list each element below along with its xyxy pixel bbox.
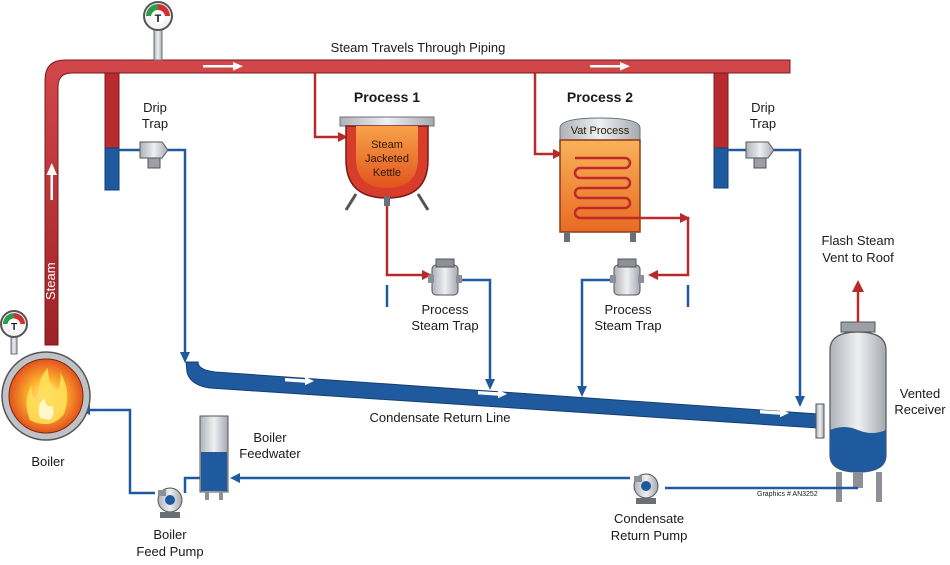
flow-arrow-icon — [203, 62, 630, 71]
process-trap-left-line2: Steam Trap — [411, 318, 478, 333]
boiler-feedwater-line2: Feedwater — [239, 446, 301, 461]
flash-steam-vent — [852, 280, 864, 322]
condensate-return-pump-line2: Return Pump — [611, 528, 688, 543]
kettle-label-line3: Kettle — [373, 167, 401, 179]
kettle-label-line1: Steam — [371, 139, 403, 151]
flow-arrow-icon — [577, 386, 587, 397]
process2-title: Process 2 — [567, 89, 633, 105]
steam-trap-icon — [428, 258, 462, 296]
process2-steam-branch — [533, 73, 556, 156]
flame-icon — [26, 368, 68, 424]
graphics-id-label: Graphics # AN3252 — [757, 491, 818, 498]
flow-arrow-icon — [648, 270, 658, 280]
vented-receiver — [829, 321, 887, 502]
condensate-return-line — [185, 361, 825, 439]
pumped-return-piping — [85, 408, 858, 495]
process2-condensate-branch — [580, 216, 690, 390]
boiler-feedwater-tank — [199, 415, 229, 500]
vented-receiver-line1: Vented — [900, 386, 941, 401]
flash-steam-line2: Vent to Roof — [822, 250, 894, 265]
condensate-return-pump-line1: Condensate — [614, 511, 684, 526]
pressure-gauge-icon: T — [0, 310, 28, 355]
vented-receiver-line2: Receiver — [894, 402, 946, 417]
pressure-gauge-icon: T — [143, 1, 173, 61]
flow-arrow-icon — [230, 473, 240, 483]
flow-arrow-icon — [485, 379, 495, 390]
gauge-letter: T — [11, 322, 17, 333]
flow-arrow-icon — [46, 163, 57, 200]
process2-vat — [559, 117, 655, 242]
flow-arrow-icon — [553, 149, 563, 159]
process-trap-right-line2: Steam Trap — [594, 318, 661, 333]
process-trap-left-line1: Process — [422, 302, 469, 317]
steam-trap-icon — [728, 141, 805, 407]
process-trap-right-line1: Process — [605, 302, 652, 317]
process1-kettle — [339, 116, 435, 211]
boiler-feed-pump-line2: Feed Pump — [136, 544, 203, 559]
process1-condensate-branch — [385, 206, 492, 383]
pump-icon — [157, 487, 183, 518]
drip-trap-left-line2: Trap — [142, 116, 168, 131]
process1-steam-branch — [313, 73, 340, 139]
pump-icon — [633, 473, 659, 504]
boiler-label: Boiler — [31, 454, 65, 469]
condensate-return-line-label: Condensate Return Line — [370, 410, 511, 425]
steam-header-pipe — [44, 59, 791, 346]
steam-piping-label: Steam Travels Through Piping — [331, 40, 506, 55]
gauge-letter: T — [155, 13, 162, 25]
boiler-feed-pump-line1: Boiler — [153, 527, 187, 542]
vat-process-label: Vat Process — [571, 125, 630, 137]
flow-arrow-icon — [338, 132, 348, 142]
drip-trap-left-line1: Drip — [143, 100, 167, 115]
steam-trap-icon — [119, 141, 190, 363]
kettle-label-line2: Jacketed — [365, 153, 409, 165]
boiler — [1, 351, 91, 441]
boiler-feedwater-line1: Boiler — [253, 430, 287, 445]
drip-leg-left — [104, 72, 120, 191]
flow-arrow-icon — [422, 270, 432, 280]
steam-vertical-label: Steam — [43, 262, 58, 300]
process1-title: Process 1 — [354, 89, 420, 105]
flow-arrow-icon — [285, 376, 789, 418]
flow-arrow-icon — [680, 213, 690, 223]
drip-trap-right-line2: Trap — [750, 116, 776, 131]
flash-steam-line1: Flash Steam — [822, 233, 895, 248]
drip-leg-right — [713, 72, 729, 189]
drip-trap-right-line1: Drip — [751, 100, 775, 115]
steam-trap-icon — [610, 258, 644, 296]
